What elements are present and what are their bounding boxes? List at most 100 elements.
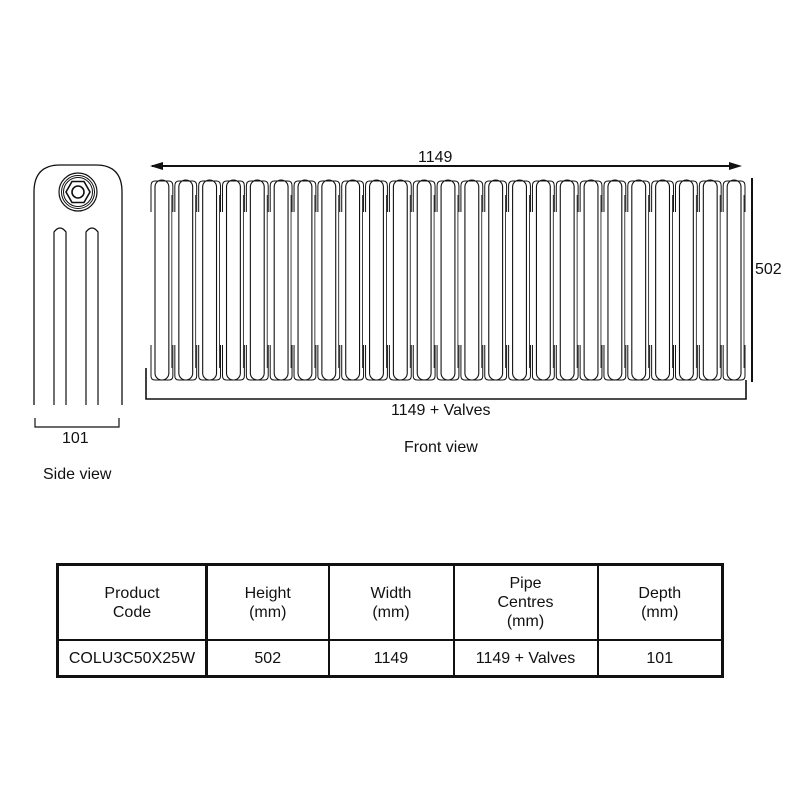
- header-depth: Depth (mm): [596, 563, 724, 641]
- radiator-column-tube: [178, 179, 194, 381]
- radiator-column-tube: [345, 179, 361, 381]
- depth-dimension-line: [34, 418, 120, 428]
- section-header-bottom: [579, 345, 603, 381]
- section-header-bottom: [269, 345, 293, 381]
- section-header-bottom: [245, 345, 269, 381]
- radiator-column-tube: [249, 179, 265, 381]
- section-header-bottom: [222, 345, 245, 381]
- header-line: Pipe: [509, 575, 542, 592]
- pipe-centres-label: 1149 + Valves: [391, 402, 491, 419]
- section-header-top: [245, 180, 269, 212]
- section-header-bottom: [412, 345, 436, 381]
- section-header-top: [627, 180, 651, 212]
- section-header-top: [698, 180, 722, 212]
- radiator-column-tube: [202, 179, 218, 381]
- header-line: (mm): [641, 603, 679, 621]
- radiator-column-tube: [416, 179, 432, 381]
- section-header-bottom: [674, 345, 698, 381]
- side-view-outline: [33, 164, 123, 405]
- side-view-caption: Side view: [43, 466, 112, 483]
- section-header-bottom: [341, 345, 365, 381]
- header-line: (mm): [372, 603, 410, 621]
- radiator-column-tube: [488, 179, 504, 381]
- header-line: Depth: [638, 584, 682, 602]
- section-header-top: [651, 180, 674, 212]
- section-header-top: [317, 180, 341, 212]
- pipe-centres-dimension-line: [145, 368, 747, 400]
- section-header-bottom: [460, 345, 484, 381]
- header-line: (mm): [249, 603, 287, 621]
- radiator-column-tube: [512, 179, 527, 381]
- section-header-top: [365, 180, 388, 212]
- radiator-column-tube: [464, 179, 480, 381]
- radiator-column-tube: [225, 179, 241, 381]
- section-header-top: [722, 180, 746, 212]
- radiator-column-tube: [297, 179, 313, 381]
- section-header-top: [222, 180, 245, 212]
- section-header-top: [579, 180, 603, 212]
- header-line: Code: [112, 603, 152, 621]
- section-header-bottom: [198, 345, 222, 381]
- radiator-column-tube: [440, 179, 456, 381]
- header-line: (mm): [506, 613, 545, 630]
- arrow-right-icon: [729, 162, 742, 170]
- section-header-top: [198, 180, 222, 212]
- radiator-column-tube: [655, 179, 671, 381]
- valve-nut-icon: [58, 172, 98, 212]
- section-header-bottom: [508, 345, 531, 381]
- header-line: Height: [244, 584, 291, 602]
- header-line: Product: [104, 584, 160, 602]
- radiator-column-tube: [321, 179, 337, 381]
- section-header-bottom: [603, 345, 627, 381]
- section-header-top: [388, 180, 412, 212]
- section-header-top: [412, 180, 436, 212]
- cell-width: 1149: [327, 639, 455, 678]
- section-header-bottom: [174, 345, 198, 381]
- radiator-column-tube: [583, 179, 599, 381]
- section-header-bottom: [436, 345, 460, 381]
- cell-product-code: COLU3C50X25W: [56, 639, 208, 678]
- front-width-label: 1149: [418, 149, 453, 166]
- section-header-top: [269, 180, 293, 212]
- table-row: COLU3C50X25W 502 1149 1149 + Valves 101: [56, 639, 724, 678]
- radiator-column-tube: [273, 179, 289, 381]
- cell-depth: 101: [596, 639, 724, 678]
- side-view-channel-right: [85, 227, 99, 405]
- radiator-column-tube: [607, 179, 623, 381]
- section-header-bottom: [722, 345, 746, 381]
- section-header-top: [484, 180, 508, 212]
- side-depth-label: 101: [62, 430, 89, 447]
- section-header-bottom: [150, 345, 174, 381]
- header-height: Height (mm): [205, 563, 330, 641]
- section-header-bottom: [698, 345, 722, 381]
- section-header-bottom: [293, 345, 317, 381]
- spec-table-header-row: Product Code Height (mm) Width (mm) Pipe…: [56, 563, 724, 641]
- section-header-bottom: [365, 345, 388, 381]
- header-line: Centres: [497, 594, 554, 611]
- header-pipe-centres: Pipe Centres (mm): [452, 563, 599, 641]
- radiator-column-tube: [369, 179, 384, 381]
- section-header-top: [460, 180, 484, 212]
- header-line: Width: [370, 584, 412, 602]
- section-header-top: [174, 180, 198, 212]
- radiator-column-tube: [702, 179, 718, 381]
- section-header-top: [293, 180, 317, 212]
- header-width: Width (mm): [327, 563, 455, 641]
- radiator-column-tube: [559, 179, 575, 381]
- section-header-bottom: [555, 345, 579, 381]
- section-header-top: [508, 180, 531, 212]
- front-height-label: 502: [755, 261, 782, 278]
- section-header-top: [150, 180, 174, 212]
- cell-height: 502: [205, 639, 330, 678]
- radiator-column-tube: [154, 179, 170, 381]
- radiator-columns: [150, 179, 746, 381]
- section-header-top: [603, 180, 627, 212]
- radiator-column-tube: [535, 179, 551, 381]
- section-header-bottom: [484, 345, 508, 381]
- section-header-bottom: [627, 345, 651, 381]
- header-product-code: Product Code: [56, 563, 208, 641]
- section-header-top: [341, 180, 365, 212]
- section-header-top: [436, 180, 460, 212]
- front-view-caption: Front view: [404, 439, 478, 456]
